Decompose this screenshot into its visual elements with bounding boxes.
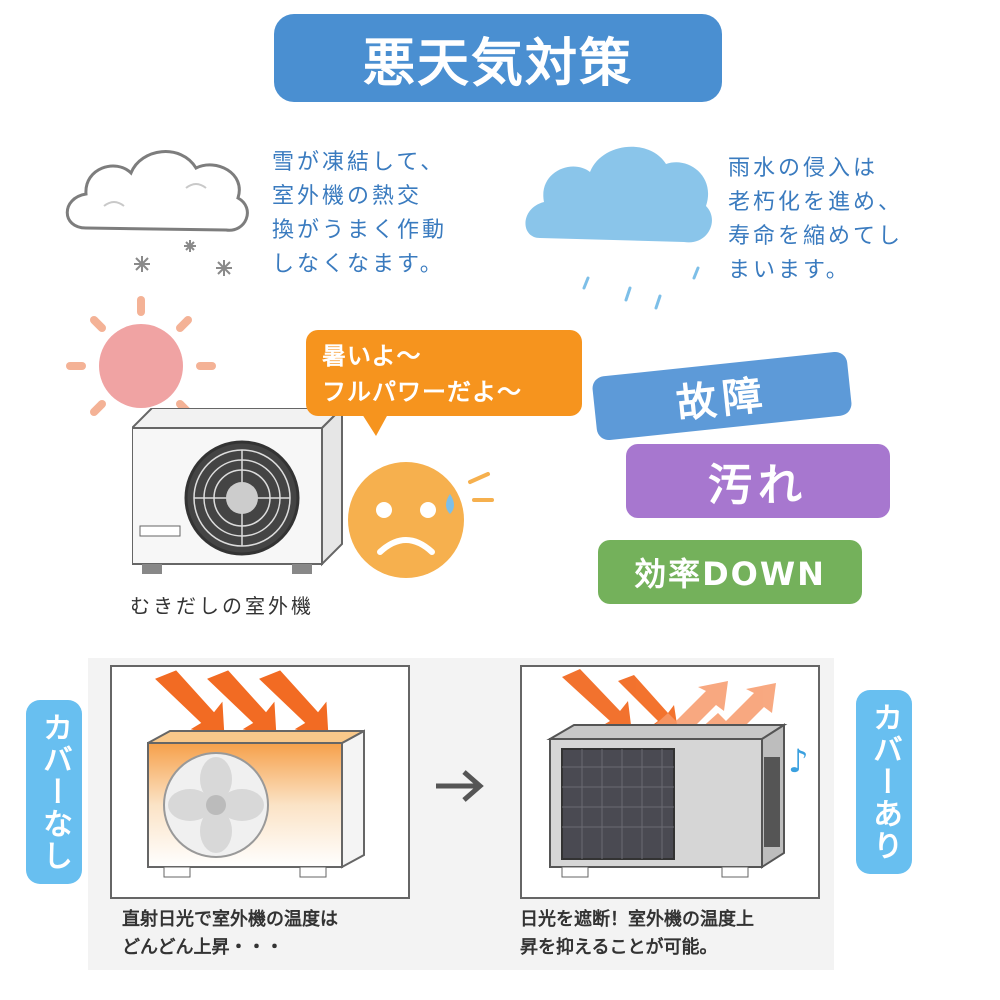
failure-tag-label: 故障 xyxy=(674,372,771,428)
without-cover-caption: 直射日光で室外機の温度は どんどん上昇・・・ xyxy=(122,909,338,958)
sun-icon xyxy=(66,296,216,416)
speech-bubble-text: 暑いよ～ フルパワーだよ～ xyxy=(322,342,522,406)
rain-cloud-icon xyxy=(525,146,712,310)
speech-bubble xyxy=(306,330,582,416)
efficiency-tag: 効率DOWN xyxy=(598,540,862,604)
with-cover-panel xyxy=(520,665,820,899)
without-cover-label: カバーなし xyxy=(26,700,82,884)
title-banner: 悪天気対策 xyxy=(274,14,722,102)
music-note-icon: ♪ xyxy=(788,742,809,780)
snow-cloud-icon xyxy=(65,150,249,276)
snow-description: 雪が凍結して、 室外機の熱交 換がうまく作動 しなくなます。 xyxy=(272,150,448,277)
sad-face-icon xyxy=(348,462,494,578)
uncovered-unit-icon xyxy=(147,670,365,878)
page-title: 悪天気対策 xyxy=(362,33,633,94)
dirt-tag-label: 汚れ xyxy=(708,460,808,511)
without-cover-panel xyxy=(110,665,410,899)
efficiency-tag-label: 効率DOWN xyxy=(634,555,826,593)
with-cover-caption: 日光を遮断！室外機の温度上 昇を抑えることが可能。 xyxy=(520,909,754,958)
rain-description: 雨水の侵入は 老朽化を進め、 寿命を縮めてし まいます。 xyxy=(728,156,904,283)
bubble-tail-icon xyxy=(362,414,388,436)
dirt-tag: 汚れ xyxy=(626,444,890,518)
with-cover-label: カバーあり xyxy=(856,690,912,874)
covered-unit-icon xyxy=(546,669,788,878)
failure-tag: 故障 xyxy=(591,350,853,442)
outdoor-unit-icon xyxy=(132,408,344,574)
arrow-right-icon xyxy=(436,770,484,802)
outdoor-unit-caption: むきだしの室外機 xyxy=(130,594,314,618)
